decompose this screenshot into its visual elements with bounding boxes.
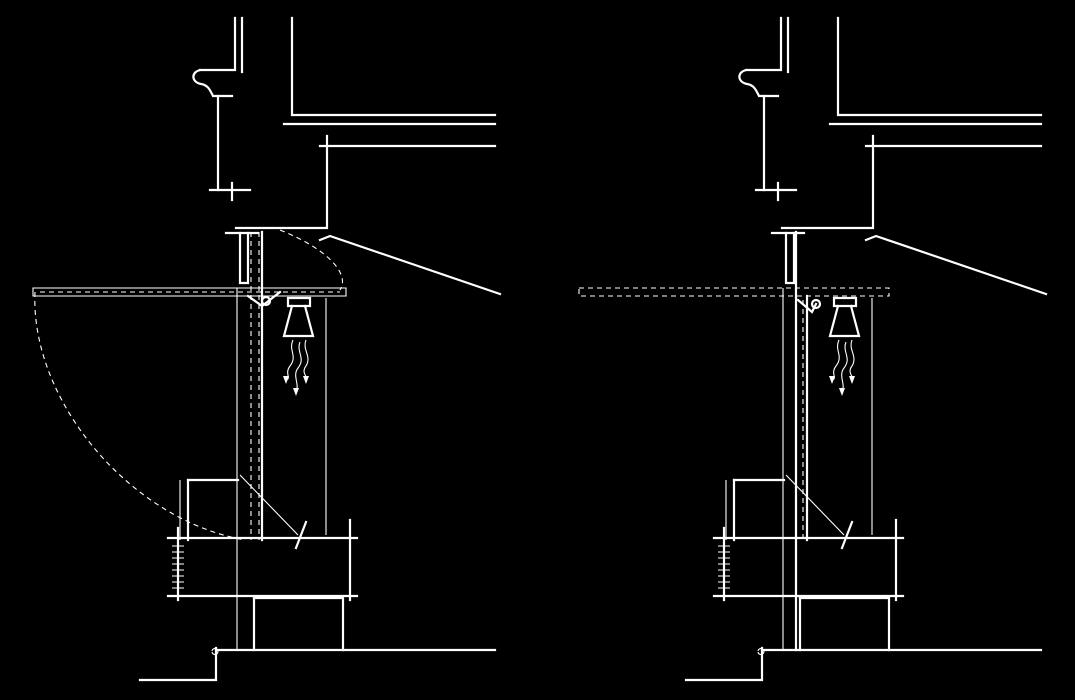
view-left-open bbox=[32, 16, 502, 682]
view-right-closed bbox=[578, 16, 1048, 682]
hinge-pivot bbox=[260, 295, 272, 307]
swing-arc-upper bbox=[279, 229, 344, 291]
hinge-arm bbox=[796, 298, 818, 314]
panel-ghost bbox=[578, 287, 890, 297]
panel-open bbox=[32, 287, 347, 297]
swing-arc-lower bbox=[34, 291, 246, 541]
hinge-arm bbox=[246, 290, 282, 308]
hinge-pivot bbox=[810, 298, 822, 310]
